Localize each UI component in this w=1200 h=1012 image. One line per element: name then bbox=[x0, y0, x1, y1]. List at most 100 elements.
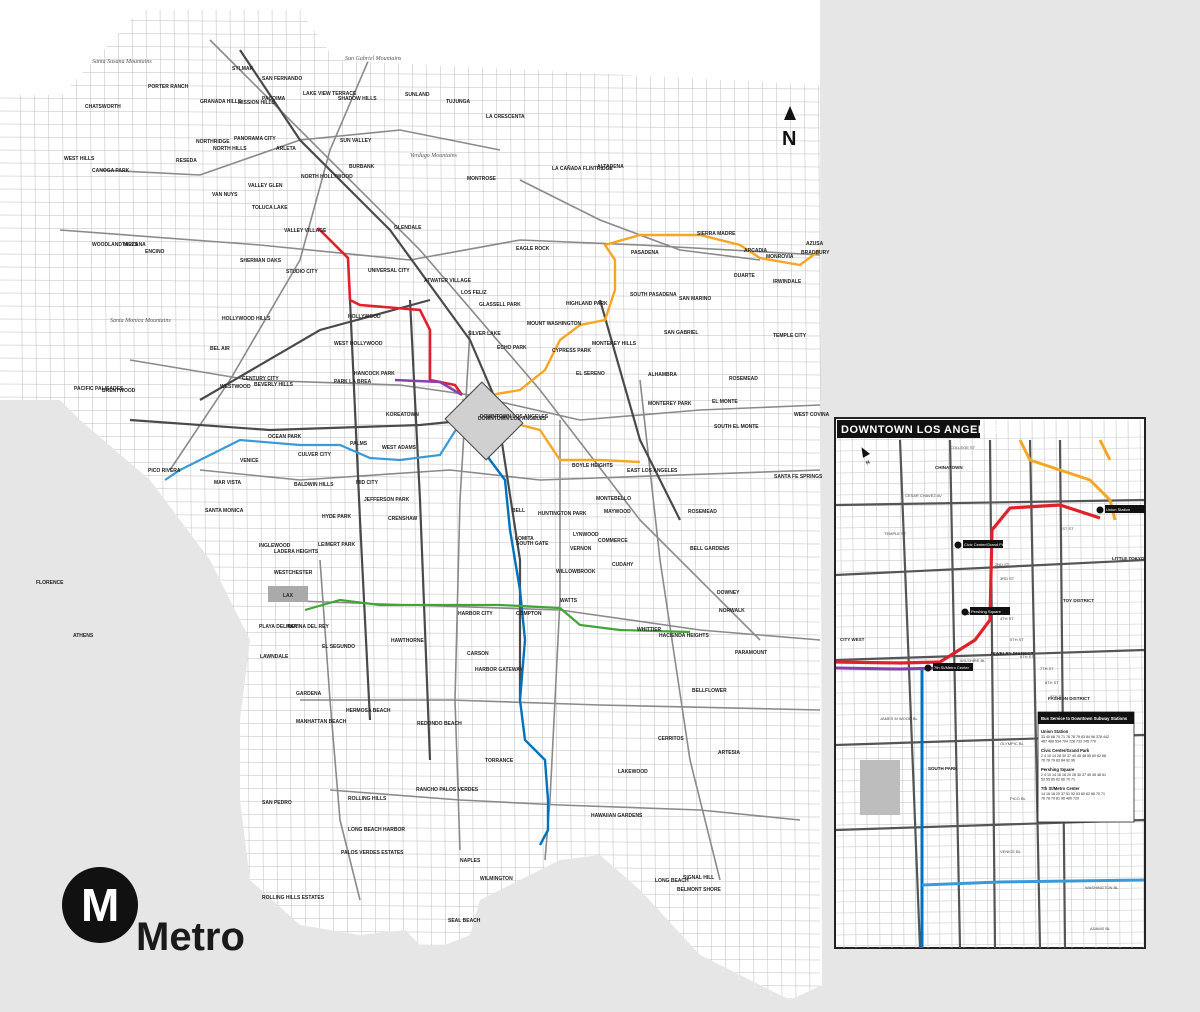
station-name-label: Civic Center/Grand Park bbox=[964, 542, 1007, 547]
svg-text:LAX: LAX bbox=[283, 593, 294, 599]
neighborhood-label: SIGNAL HILL bbox=[683, 875, 714, 881]
neighborhood-label: CARSON bbox=[467, 651, 489, 657]
neighborhood-label: ALTADENA bbox=[597, 164, 624, 170]
neighborhood-label: VALLEY GLEN bbox=[248, 183, 283, 189]
neighborhood-label: ECHO PARK bbox=[497, 345, 527, 351]
inset-street-label: COLLEGE ST bbox=[950, 445, 976, 450]
bus-box-route-list: 76 78 79 83 84 92 96 bbox=[1041, 759, 1075, 763]
neighborhood-label: BELLFLOWER bbox=[692, 688, 727, 694]
neighborhood-label: BELMONT SHORE bbox=[677, 887, 722, 893]
station-name-label: Pershing Square bbox=[971, 609, 1002, 614]
neighborhood-label: TARZANA bbox=[122, 242, 146, 248]
neighborhood-label: LYNWOOD bbox=[573, 532, 599, 538]
station-name-label: Union Station bbox=[1106, 507, 1130, 512]
neighborhood-label: WEST ADAMS bbox=[382, 445, 417, 451]
inset-street-label: 1ST ST bbox=[1060, 526, 1074, 531]
blue-line-a bbox=[461, 419, 550, 846]
bus-box-route-list: 33 40 68 70 71 76 78 79 83 84 96 378 442 bbox=[1041, 735, 1109, 739]
neighborhood-label: SAN FERNANDO bbox=[262, 76, 302, 82]
neighborhood-label: NORTH HILLS bbox=[213, 146, 247, 152]
neighborhood-label: MONTEREY HILLS bbox=[592, 341, 637, 347]
bus-box-route-list: 487 489 534 704 728 733 745 770 bbox=[1041, 740, 1096, 744]
neighborhood-label: GLENDALE bbox=[394, 225, 422, 231]
expo-line-e bbox=[164, 419, 463, 481]
neighborhood-label: CRENSHAW bbox=[388, 516, 417, 522]
metro-station-icon[interactable] bbox=[924, 664, 932, 672]
inset-district-label: LITTLE TOKYO bbox=[1112, 556, 1145, 561]
neighborhood-label: SAN GABRIEL bbox=[664, 330, 698, 336]
neighborhood-label: PALOS VERDES ESTATES bbox=[341, 850, 404, 856]
neighborhood-label: FLORENCE bbox=[36, 580, 64, 586]
inset-street-label: VENICE BL bbox=[1000, 849, 1022, 854]
downtown-core-box[interactable] bbox=[444, 381, 524, 461]
neighborhood-label: LONG BEACH HARBOR bbox=[348, 827, 405, 833]
inset-street-label: WASHINGTON BL bbox=[1085, 885, 1119, 890]
neighborhood-label: LA CAÑADA FLINTRIDGE bbox=[552, 165, 613, 172]
neighborhood-label: VAN NUYS bbox=[212, 192, 238, 198]
inset-street-label: OLYMPIC BL bbox=[1000, 741, 1024, 746]
metro-station-icon[interactable] bbox=[1096, 506, 1104, 514]
north-label: N bbox=[782, 128, 796, 150]
neighborhood-label: COMMERCE bbox=[598, 538, 628, 544]
lax-airport[interactable]: LAX bbox=[268, 586, 308, 602]
neighborhood-label: ROSEMEAD bbox=[729, 376, 758, 382]
inset-district-label: FASHION DISTRICT bbox=[1048, 696, 1090, 701]
neighborhood-label: HARBOR GATEWAY bbox=[475, 667, 523, 673]
neighborhood-label: AZUSA bbox=[806, 241, 824, 247]
neighborhood-label: SANTA MONICA bbox=[205, 508, 244, 514]
neighborhood-label: WEST HOLLYWOOD bbox=[334, 341, 383, 347]
neighborhood-label: HOLLYWOOD bbox=[348, 314, 381, 320]
neighborhood-label: BELL bbox=[512, 508, 525, 514]
neighborhood-label: TOLUCA LAKE bbox=[252, 205, 288, 211]
san-gabriel-mountains-label: San Gabriel Mountains bbox=[345, 56, 402, 62]
inset-street-label: 3RD ST bbox=[1000, 576, 1015, 581]
neighborhood-label: PORTER RANCH bbox=[148, 84, 189, 90]
neighborhood-label: SANTA FE SPRINGS bbox=[774, 474, 823, 480]
neighborhood-label: ROLLING HILLS ESTATES bbox=[262, 895, 325, 901]
neighborhood-label: BELL GARDENS bbox=[690, 546, 730, 552]
neighborhood-label: VENICE bbox=[240, 458, 259, 464]
neighborhood-label: CENTURY CITY bbox=[242, 376, 279, 382]
neighborhood-label: LEIMERT PARK bbox=[318, 542, 356, 548]
neighborhood-label: VALLEY VILLAGE bbox=[284, 228, 327, 234]
neighborhood-label: EL SEGUNDO bbox=[322, 644, 355, 650]
bus-box-station-name: Union Station bbox=[1041, 729, 1069, 734]
neighborhood-label: HANCOCK PARK bbox=[354, 371, 395, 377]
neighborhood-label: UNIVERSAL CITY bbox=[368, 268, 410, 274]
neighborhood-label: ROSEMEAD bbox=[688, 509, 717, 515]
inset-district-label: TOY DISTRICT bbox=[1063, 598, 1094, 603]
neighborhood-label: PLAYA DEL REY bbox=[259, 624, 298, 630]
bus-service-box: Bus Service to Downtown Subway Stations … bbox=[1037, 711, 1135, 823]
neighborhood-label: NORTH HOLLYWOOD bbox=[301, 174, 353, 180]
station-name-tag bbox=[1105, 505, 1145, 513]
neighborhood-label: GRANADA HILLS bbox=[200, 99, 242, 105]
neighborhood-label: MID CITY bbox=[356, 480, 379, 486]
metro-station-icon[interactable] bbox=[961, 608, 969, 616]
neighborhood-label: MONTEBELLO bbox=[596, 496, 631, 502]
purple-line-d bbox=[394, 378, 463, 397]
neighborhood-label: WILMINGTON bbox=[480, 876, 513, 882]
neighborhood-label: WOODLAND HILLS bbox=[92, 242, 138, 248]
neighborhood-label: LADERA HEIGHTS bbox=[274, 549, 319, 555]
neighborhood-label: TEMPLE CITY bbox=[773, 333, 807, 339]
neighborhood-label: SUN VALLEY bbox=[340, 138, 372, 144]
bus-box-station-name: Pershing Square bbox=[1041, 767, 1075, 772]
santa-susana-mountains-label: Santa Susana Mountains bbox=[92, 59, 152, 65]
major-roads bbox=[59, 10, 821, 901]
neighborhood-label: MONTROSE bbox=[467, 176, 497, 182]
metro-station-icon[interactable] bbox=[954, 541, 962, 549]
neighborhood-label: CERRITOS bbox=[658, 736, 684, 742]
inset-district-label: JEWELRY DISTRICT bbox=[990, 651, 1034, 656]
neighborhood-label: NORTHRIDGE bbox=[196, 139, 230, 145]
metro-logo: M Metro ® bbox=[62, 867, 245, 959]
bus-box-route-list: 76 78 79 81 96 460 720 bbox=[1041, 797, 1079, 801]
neighborhood-label: RANCHO PALOS VERDES bbox=[416, 787, 479, 793]
inset-north-arrow-icon bbox=[861, 447, 870, 458]
santa-monica-mountains-label: Santa Monica Mountains bbox=[110, 318, 171, 324]
neighborhood-label: HYDE PARK bbox=[322, 514, 351, 520]
neighborhood-label: VERNON bbox=[570, 546, 592, 552]
neighborhood-label: CANOGA PARK bbox=[92, 168, 130, 174]
